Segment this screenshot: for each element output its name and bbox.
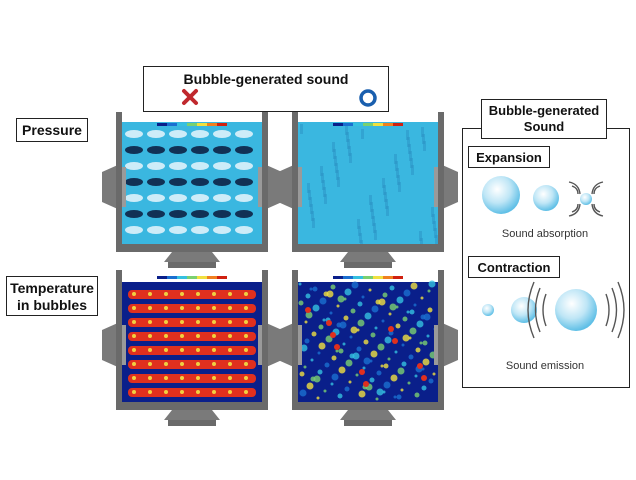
temperature-with-panel (278, 270, 458, 426)
bubble-medium (533, 185, 559, 211)
temperature-label-line2: in bubbles (17, 297, 87, 313)
pressure-with-panel (278, 112, 458, 268)
pressure-without-panel (102, 112, 282, 268)
circle-icon (359, 89, 377, 107)
expansion-caption: Sound absorption (501, 228, 589, 240)
bubble-small (580, 193, 592, 205)
colorbar (333, 123, 403, 126)
temperature-label-line1: Temperature (10, 280, 94, 296)
contraction-label-box: Contraction (468, 256, 560, 278)
pressure-field (122, 122, 262, 244)
temperature-field (297, 280, 438, 402)
expansion-label: Expansion (476, 150, 542, 165)
temperature-without-panel (102, 270, 282, 426)
vessel (102, 270, 282, 426)
bubble-large (555, 289, 597, 331)
expansion-label-box: Expansion (468, 146, 550, 168)
header-title: Bubble-generated sound (183, 71, 349, 87)
temperature-field (122, 282, 262, 402)
pressure-field (298, 122, 438, 250)
vessel (102, 112, 282, 268)
vessel (278, 112, 458, 268)
colorbar (333, 276, 403, 279)
outward-wave-icon (527, 281, 625, 339)
pressure-label: Pressure (22, 122, 82, 138)
expansion-bubbles (482, 176, 604, 217)
bubble-small (482, 304, 494, 316)
inward-wave-icon (568, 181, 604, 217)
legend-title-box: Bubble-generated Sound (481, 99, 607, 139)
bubble-large (482, 176, 520, 214)
vessel (278, 270, 458, 426)
header-box: Bubble-generated sound (143, 66, 389, 112)
contraction-bubbles (482, 281, 625, 339)
cross-icon (182, 89, 198, 105)
contraction-caption: Sound emission (505, 360, 585, 372)
contraction-label: Contraction (477, 260, 551, 275)
pressure-label-box: Pressure (16, 118, 88, 142)
legend-title-line1: Bubble-generated (488, 103, 600, 118)
legend-title-line2: Sound (523, 119, 565, 134)
colorbar (157, 276, 227, 279)
colorbar (157, 123, 227, 126)
bubble-medium (511, 297, 537, 323)
temperature-label-box: Temperature in bubbles (6, 276, 98, 316)
